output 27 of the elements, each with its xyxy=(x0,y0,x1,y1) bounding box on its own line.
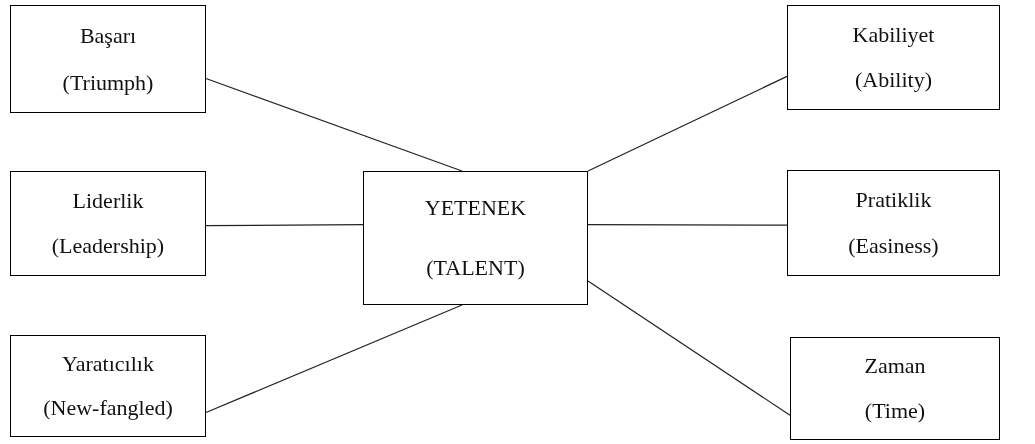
translation-label: (Ability) xyxy=(855,67,932,94)
connector-line xyxy=(587,224,788,226)
concept-box xyxy=(10,171,206,276)
translation-label: (Triumph) xyxy=(62,69,154,96)
connector-line xyxy=(587,280,791,416)
concept-label: YETENEK xyxy=(424,195,527,221)
central-concept-box xyxy=(363,171,588,305)
concept-box xyxy=(787,170,1000,276)
translation-label: (Leadership) xyxy=(51,233,165,260)
connector-line xyxy=(587,75,788,172)
concept-box xyxy=(790,337,1000,440)
translation-label: (Time) xyxy=(864,397,926,424)
concept-label: Başarı xyxy=(79,22,137,49)
concept-box xyxy=(10,335,206,437)
connector-line xyxy=(205,304,463,414)
translation-label: (New-fangled) xyxy=(43,395,173,421)
translation-label: (TALENT) xyxy=(426,255,525,281)
concept-label: Zaman xyxy=(864,353,926,380)
concept-label: Yaratıcılık xyxy=(62,351,154,377)
concept-label: Kabiliyet xyxy=(852,21,935,48)
concept-label: Liderlik xyxy=(72,187,144,214)
translation-label: (Easiness) xyxy=(848,233,939,259)
concept-box xyxy=(787,5,1000,110)
concept-label: Pratiklik xyxy=(855,187,932,213)
connector-line xyxy=(205,77,463,172)
connector-line xyxy=(205,224,364,227)
concept-box xyxy=(10,5,206,113)
